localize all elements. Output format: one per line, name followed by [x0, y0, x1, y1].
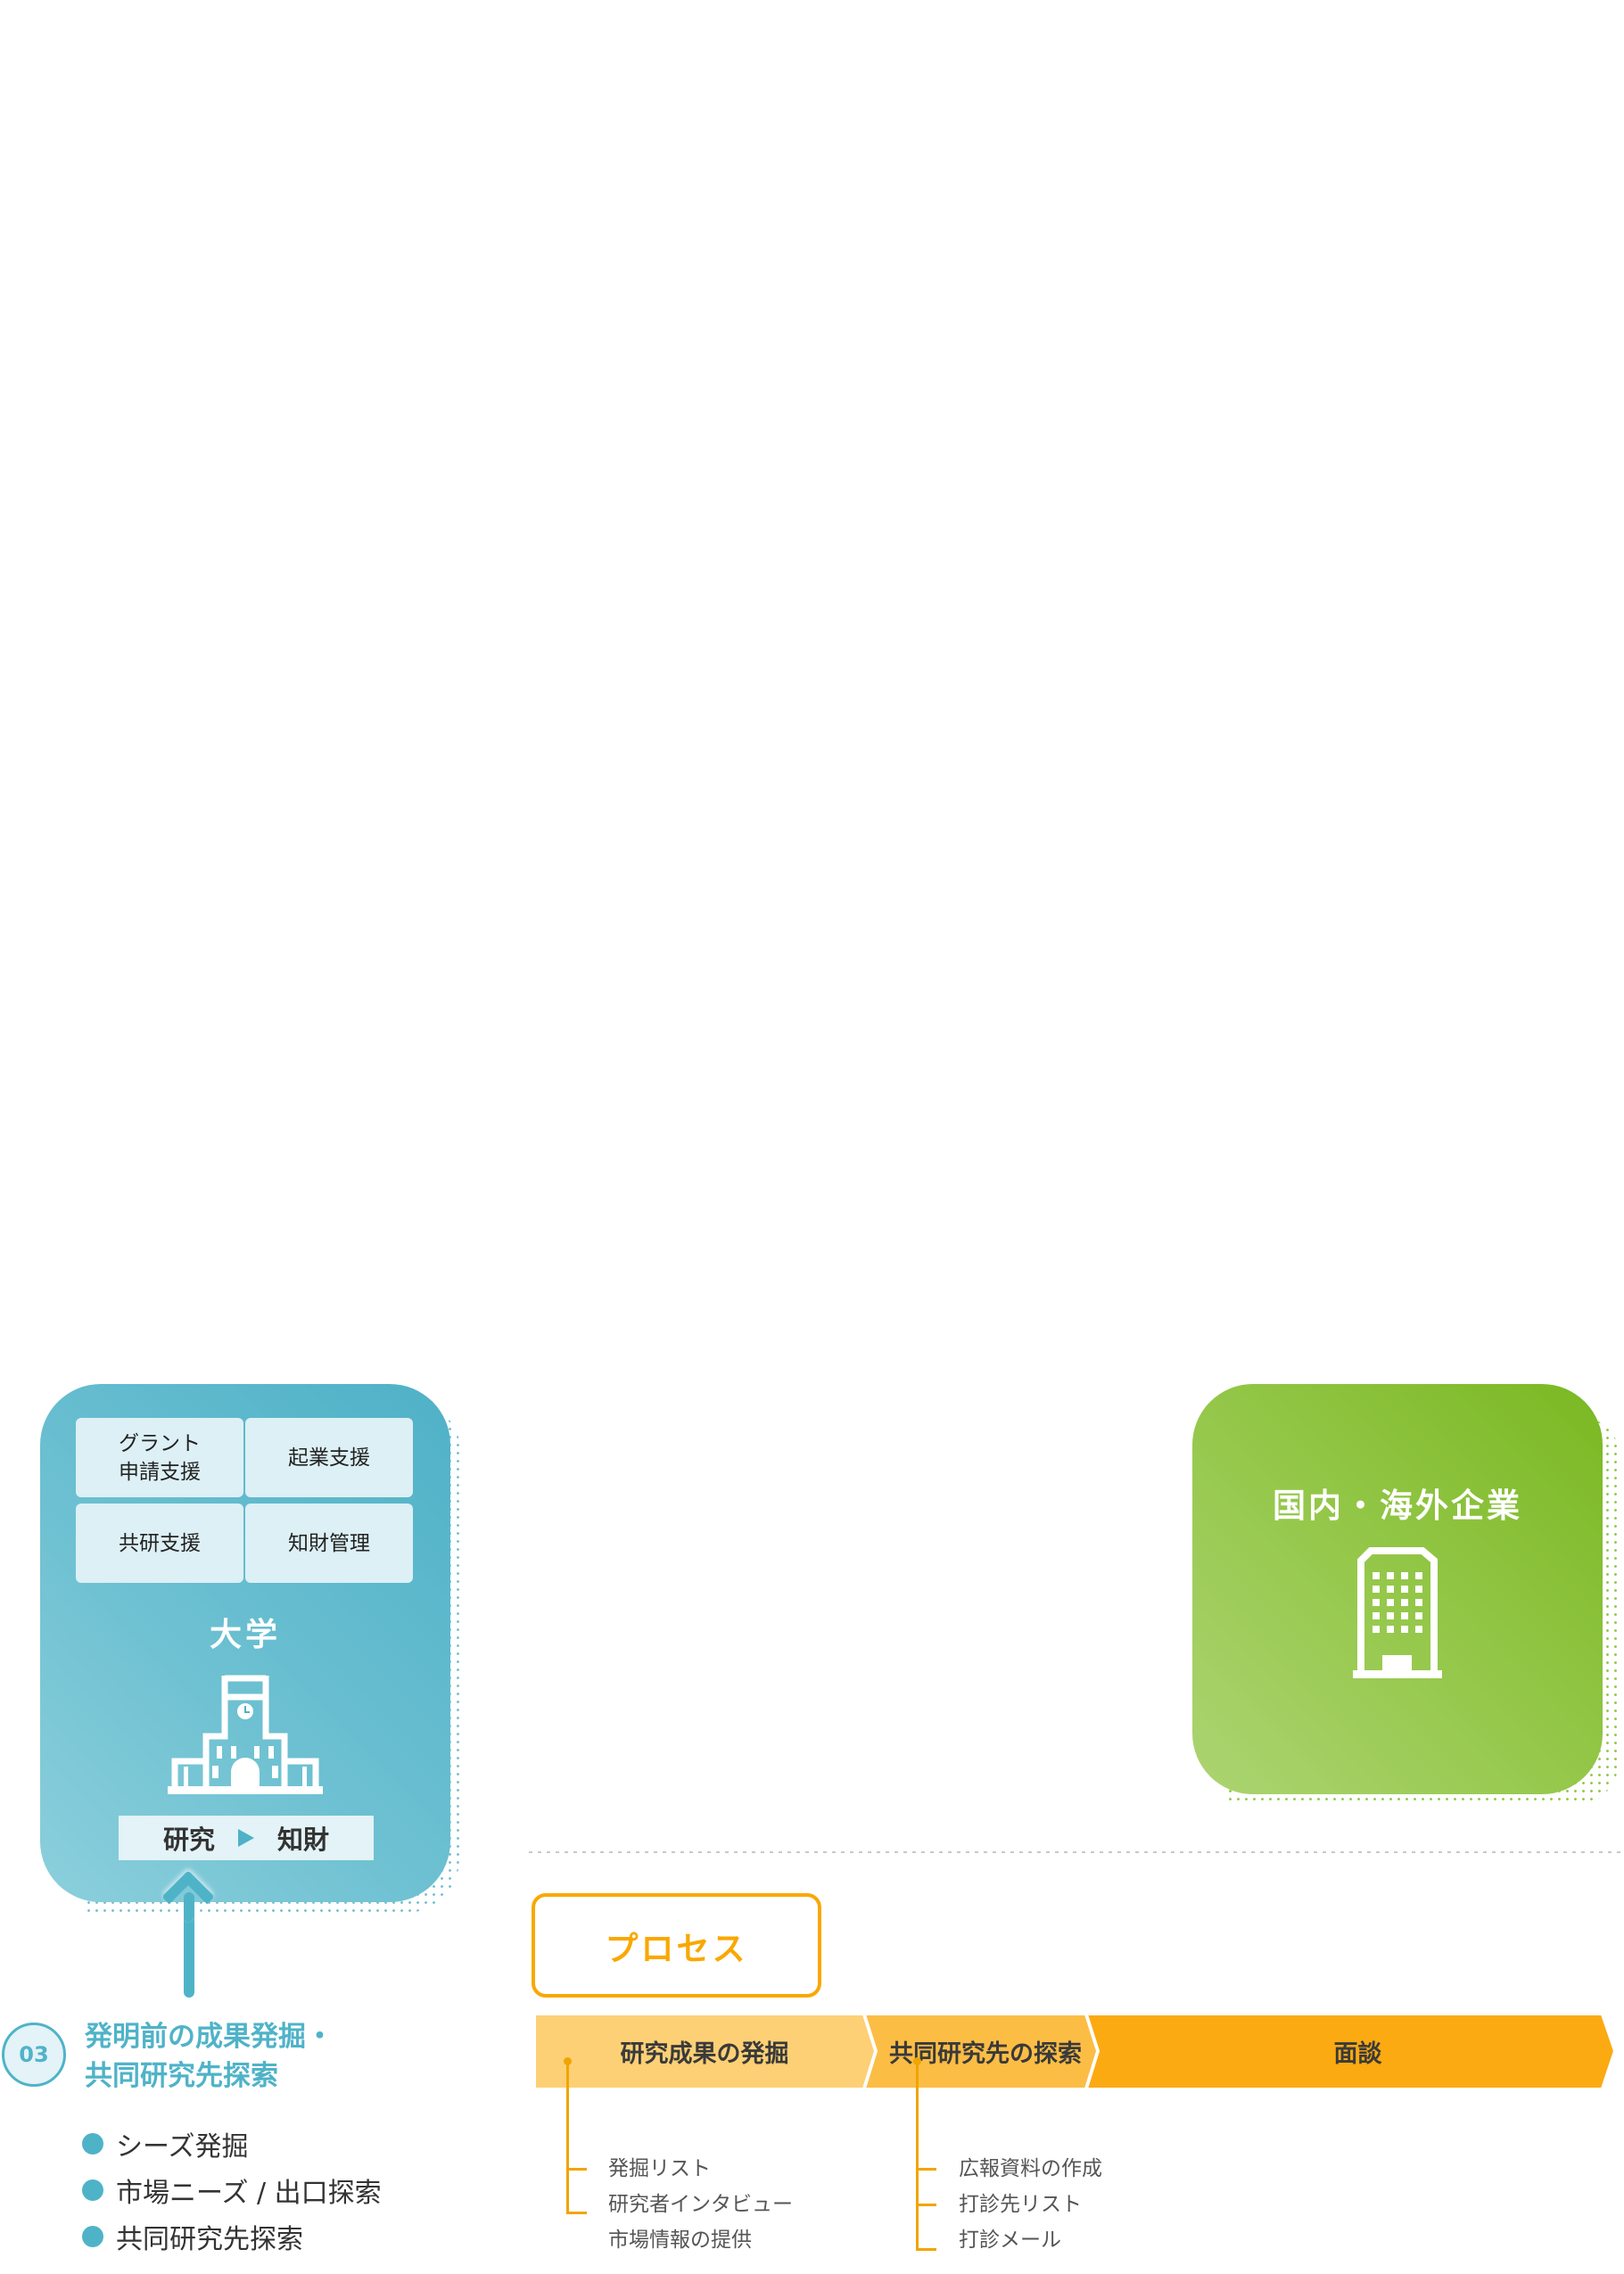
- bullet-text: 市場ニーズ / 出口探索: [116, 2178, 382, 2209]
- step-2-connector-line: [916, 2061, 919, 2251]
- bullet-item: 共同研究先探索: [82, 2213, 382, 2260]
- deliverable-item: 研究者インタビュー: [608, 2193, 793, 2216]
- section-number-badge: 03: [2, 2023, 66, 2087]
- step-1-branch: [567, 2212, 587, 2214]
- office-building-icon: [1353, 1547, 1442, 1678]
- university-card: グラント 申請支援 起業支援 共研支援 知財管理 大学 研究 知財: [40, 1384, 450, 1902]
- section-title-line-1: 発明前の成果発掘・: [85, 2021, 334, 2053]
- deliverable-item: 発掘リスト: [608, 2157, 711, 2180]
- section-title-line-2: 共同研究先探索: [85, 2060, 278, 2092]
- step-1-connector-line: [566, 2061, 569, 2214]
- bullet-dot-icon: [82, 2226, 103, 2247]
- deliverable-item: 市場情報の提供: [608, 2229, 752, 2252]
- deliverable-item: 打診先リスト: [959, 2193, 1082, 2216]
- company-card: 国内・海外企業: [1192, 1384, 1603, 1794]
- step-1-deliverables: 発掘リスト 研究者インタビュー 市場情報の提供: [608, 2151, 793, 2258]
- section-title: 発明前の成果発掘・ 共同研究先探索: [85, 2017, 334, 2096]
- step-2-deliverables: 広報資料の作成 打診先リスト 打診メール: [959, 2151, 1102, 2258]
- service-startup-support: 起業支援: [245, 1418, 413, 1497]
- bullet-dot-icon: [82, 2133, 103, 2155]
- step-2-branch: [917, 2248, 936, 2251]
- process-step-2-label: 共同研究先の探索: [889, 2040, 1082, 2068]
- process-step-3-shape: [1085, 2014, 1616, 2089]
- dotted-separator: [529, 1851, 1624, 1853]
- process-step-1-shape: [534, 2014, 877, 2089]
- research-label: 研究: [162, 1825, 215, 1855]
- company-title: 国内・海外企業: [1273, 1487, 1522, 1525]
- service-grant-support: グラント 申請支援: [76, 1418, 243, 1497]
- bullet-item: シーズ発掘: [82, 2121, 382, 2167]
- service-joint-research-support: 共研支援: [76, 1504, 243, 1583]
- service-ip-management: 知財管理: [245, 1504, 413, 1583]
- up-arrow-shaft: [184, 1892, 194, 1998]
- process-step-1-label: 研究成果の発掘: [620, 2040, 789, 2068]
- step-2-branch: [917, 2204, 936, 2206]
- deliverable-item: 打診メール: [959, 2229, 1061, 2252]
- step-1-branch: [567, 2168, 587, 2171]
- deliverable-item: 広報資料の作成: [959, 2157, 1102, 2180]
- step-2-branch: [917, 2168, 936, 2171]
- section-bullet-list: シーズ発掘 市場ニーズ / 出口探索 共同研究先探索: [82, 2121, 382, 2260]
- university-title: 大学: [209, 1617, 281, 1653]
- bullet-dot-icon: [82, 2179, 103, 2201]
- university-building-icon: [168, 1675, 323, 1794]
- bullet-text: シーズ発掘: [116, 2131, 249, 2163]
- bullet-item: 市場ニーズ / 出口探索: [82, 2167, 382, 2213]
- ip-label: 知財: [277, 1825, 330, 1855]
- process-heading-box: プロセス: [532, 1893, 821, 1998]
- triangle-right-icon: [238, 1829, 254, 1847]
- process-step-3-label: 面談: [1333, 2040, 1382, 2068]
- bullet-text: 共同研究先探索: [116, 2224, 303, 2255]
- research-to-ip-bar: 研究 知財: [119, 1816, 374, 1860]
- process-step-2-shape: [863, 2014, 1099, 2089]
